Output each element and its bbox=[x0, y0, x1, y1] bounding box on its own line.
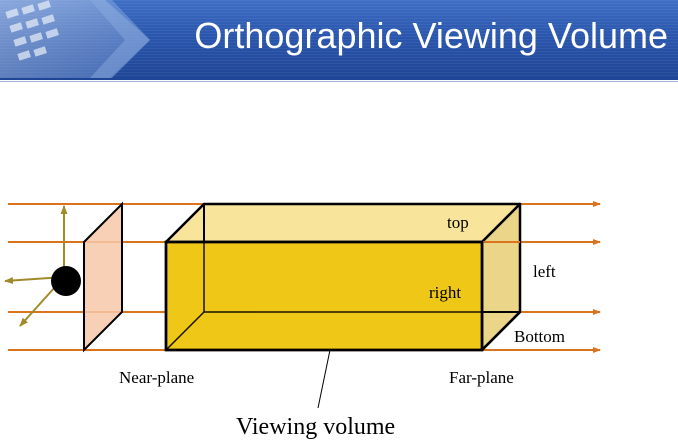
label-bottom: Bottom bbox=[514, 327, 565, 346]
title-banner: Orthographic Viewing Volume bbox=[0, 0, 678, 78]
label-left: left bbox=[533, 262, 556, 281]
label-right: right bbox=[429, 283, 461, 302]
eye-point bbox=[51, 266, 81, 296]
title-divider bbox=[0, 78, 678, 80]
label-far-plane: Far-plane bbox=[449, 368, 514, 387]
label-near-plane: Near-plane bbox=[119, 368, 194, 387]
near-plane bbox=[83, 201, 123, 353]
camera-axes bbox=[4, 205, 68, 327]
title-divider-thin bbox=[0, 81, 678, 82]
slide-title: Orthographic Viewing Volume bbox=[194, 15, 668, 56]
viewing-volume-pointer bbox=[317, 349, 331, 409]
label-top: top bbox=[447, 213, 469, 232]
keyboard-image bbox=[0, 0, 150, 78]
label-viewing-volume: Viewing volume bbox=[236, 414, 395, 440]
